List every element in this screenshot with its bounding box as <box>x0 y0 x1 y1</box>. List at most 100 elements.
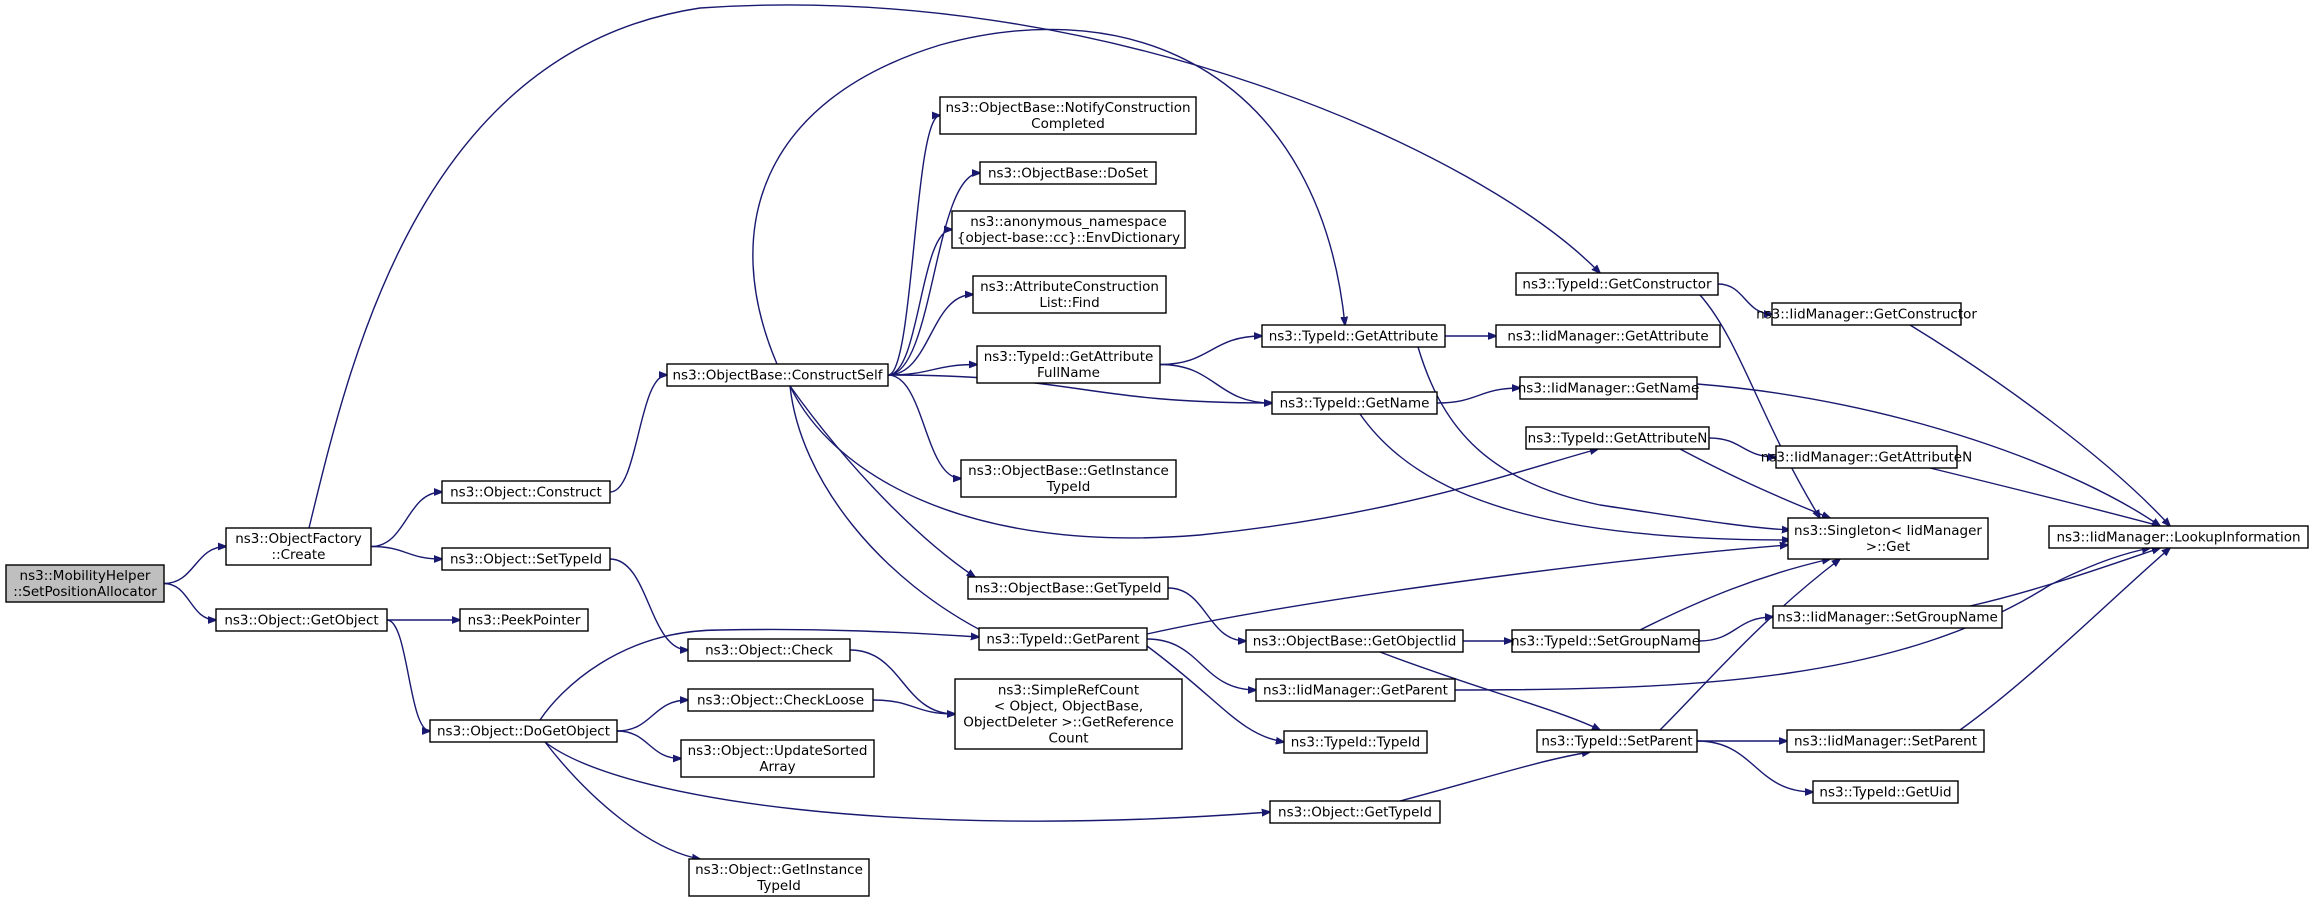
node-box[interactable] <box>1771 302 1962 326</box>
node-ns3-iidmanager-setgroupname[interactable]: ns3::IidManager::SetGroupName <box>1772 605 2003 629</box>
node-box[interactable] <box>1786 729 1985 753</box>
edge-n8-to-n20 <box>849 649 955 714</box>
node-box[interactable] <box>1515 272 1719 296</box>
node-ns3-iidmanager-getattributen[interactable]: ns3::IidManager::GetAttributeN <box>1761 445 1972 469</box>
node-box[interactable] <box>215 608 388 632</box>
edge-n3-to-n7 <box>609 375 667 493</box>
node-box[interactable] <box>939 96 1197 135</box>
node-box[interactable] <box>1255 678 1456 702</box>
node-label: ns3::TypeId::GetAttribute <box>1269 329 1439 345</box>
node-box[interactable] <box>225 527 372 566</box>
node-ns3-iidmanager-getattribute[interactable]: ns3::IidManager::GetAttribute <box>1495 324 1721 348</box>
node-box[interactable] <box>1283 730 1428 754</box>
node-box[interactable] <box>1525 426 1710 450</box>
node-label: FullName <box>1037 365 1100 381</box>
edge-n16-to-n21 <box>1159 336 1262 366</box>
node-box[interactable] <box>1775 445 1958 469</box>
node-label: ns3::Object::GetTypeId <box>1278 805 1432 821</box>
node-ns3-typeid-getattributen[interactable]: ns3::TypeId::GetAttributeN <box>1525 426 1710 450</box>
node-box[interactable] <box>978 627 1148 651</box>
node-ns3-typeid-getattribute[interactable]: ns3::TypeId::GetAttribute <box>1261 324 1446 348</box>
node-box[interactable] <box>441 480 611 504</box>
node-ns3-objectfactory-create[interactable]: ns3::ObjectFactory::Create <box>225 527 372 566</box>
node-ns3-object-checkloose[interactable]: ns3::Object::CheckLoose <box>687 688 874 712</box>
node-ns3-typeid-getparent[interactable]: ns3::TypeId::GetParent <box>978 627 1148 651</box>
node-box[interactable] <box>972 275 1167 314</box>
node-label: ns3::Singleton< IidManager <box>1794 523 1982 539</box>
node-box[interactable] <box>1536 729 1698 753</box>
node-ns3-objectbase-gettypeid[interactable]: ns3::ObjectBase::GetTypeId <box>967 576 1169 600</box>
edge-n7-to-n16 <box>887 365 977 376</box>
node-ns3-object-dogetobject[interactable]: ns3::Object::DoGetObject <box>429 719 618 743</box>
edge-n6-to-n28 <box>544 741 1270 822</box>
node-ns3-objectbase-getobjectiid[interactable]: ns3::ObjectBase::GetObjectIid <box>1245 629 1464 653</box>
node-box[interactable] <box>687 638 851 662</box>
edge-n7-to-n12 <box>887 116 940 376</box>
node-ns3-object-check[interactable]: ns3::Object::Check <box>687 638 851 662</box>
node-ns3-typeid-getconstructor[interactable]: ns3::TypeId::GetConstructor <box>1515 272 1719 296</box>
node-box[interactable] <box>1519 376 1698 400</box>
edge-n6-to-n19 <box>539 628 979 721</box>
node-box[interactable] <box>687 688 874 712</box>
node-box[interactable] <box>1495 324 1721 348</box>
edge-n7-to-n21 <box>752 28 1345 365</box>
node-box[interactable] <box>979 161 1157 185</box>
node-box[interactable] <box>441 547 611 571</box>
node-ns3-objectbase-constructself[interactable]: ns3::ObjectBase::ConstructSelf <box>666 363 889 387</box>
node-label: ns3::TypeId::GetAttributeN <box>1528 431 1708 447</box>
node-box[interactable] <box>429 719 618 743</box>
node-ns3-iidmanager-getconstructor[interactable]: ns3::IidManager::GetConstructor <box>1756 302 1977 326</box>
node-box[interactable] <box>1787 517 1989 560</box>
edge-n23-to-n31 <box>1717 283 1772 314</box>
node-ns3-singleton-iidmanager-get[interactable]: ns3::Singleton< IidManager>::Get <box>1787 517 1989 560</box>
node-ns3-mobilityhelper-setpositionallocator[interactable]: ns3::MobilityHelper::SetPositionAllocato… <box>5 564 165 603</box>
node-box[interactable] <box>976 345 1161 384</box>
node-box[interactable] <box>666 363 889 387</box>
node-ns3-objectbase-doset[interactable]: ns3::ObjectBase::DoSet <box>979 161 1157 185</box>
node-ns3-iidmanager-lookupinformation[interactable]: ns3::IidManager::LookupInformation <box>2048 525 2309 549</box>
node-ns3-typeid-setparent[interactable]: ns3::TypeId::SetParent <box>1536 729 1698 753</box>
node-box[interactable] <box>1772 605 2003 629</box>
node-ns3-iidmanager-getname[interactable]: ns3::IidManager::GetName <box>1518 376 1700 400</box>
node-ns3-simplerefcount-object-objectbase-objectdeleter-getreference-count[interactable]: ns3::SimpleRefCount< Object, ObjectBase,… <box>954 678 1183 750</box>
edge-n22-to-n30 <box>1436 388 1520 404</box>
node-ns3-objectbase-notifyconstruction-completed[interactable]: ns3::ObjectBase::NotifyConstructionCompl… <box>939 96 1197 135</box>
node-ns3-object-gettypeid[interactable]: ns3::Object::GetTypeId <box>1269 800 1441 824</box>
node-box[interactable] <box>1261 324 1446 348</box>
node-label: ns3::Object::GetInstance <box>695 862 863 878</box>
node-ns3-peekpointer[interactable]: ns3::PeekPointer <box>459 608 589 632</box>
node-box[interactable] <box>688 858 870 897</box>
node-box[interactable] <box>954 678 1183 750</box>
node-box[interactable] <box>1511 629 1700 653</box>
node-ns3-typeid-typeid[interactable]: ns3::TypeId::TypeId <box>1283 730 1428 754</box>
node-ns3-object-construct[interactable]: ns3::Object::Construct <box>441 480 611 504</box>
node-box[interactable] <box>1271 391 1438 415</box>
node-box[interactable] <box>680 739 875 778</box>
node-box[interactable] <box>5 564 165 603</box>
node-box[interactable] <box>459 608 589 632</box>
node-ns3-typeid-getname[interactable]: ns3::TypeId::GetName <box>1271 391 1438 415</box>
node-box[interactable] <box>967 576 1169 600</box>
node-box[interactable] <box>1269 800 1441 824</box>
edge-n35-to-n33 <box>1659 559 1840 731</box>
node-ns3-typeid-getuid[interactable]: ns3::TypeId::GetUid <box>1812 780 1959 804</box>
node-ns3-iidmanager-getparent[interactable]: ns3::IidManager::GetParent <box>1255 678 1456 702</box>
node-label: ns3::ObjectFactory <box>235 531 362 547</box>
node-box[interactable] <box>1245 629 1464 653</box>
node-ns3-iidmanager-setparent[interactable]: ns3::IidManager::SetParent <box>1786 729 1985 753</box>
node-box[interactable] <box>960 459 1177 498</box>
node-ns3-object-settypeid[interactable]: ns3::Object::SetTypeId <box>441 547 611 571</box>
node-ns3-anonymous-namespace-object-base-cc-envdictionary[interactable]: ns3::anonymous_namespace{object-base::cc… <box>951 210 1186 249</box>
node-box[interactable] <box>951 210 1186 249</box>
node-box[interactable] <box>2048 525 2309 549</box>
node-box[interactable] <box>1812 780 1959 804</box>
node-label: ns3::ObjectBase::GetInstance <box>968 463 1169 479</box>
node-ns3-typeid-setgroupname[interactable]: ns3::TypeId::SetGroupName <box>1511 629 1700 653</box>
node-label: ns3::IidManager::SetGroupName <box>1777 610 1998 626</box>
node-ns3-object-getobject[interactable]: ns3::Object::GetObject <box>215 608 388 632</box>
